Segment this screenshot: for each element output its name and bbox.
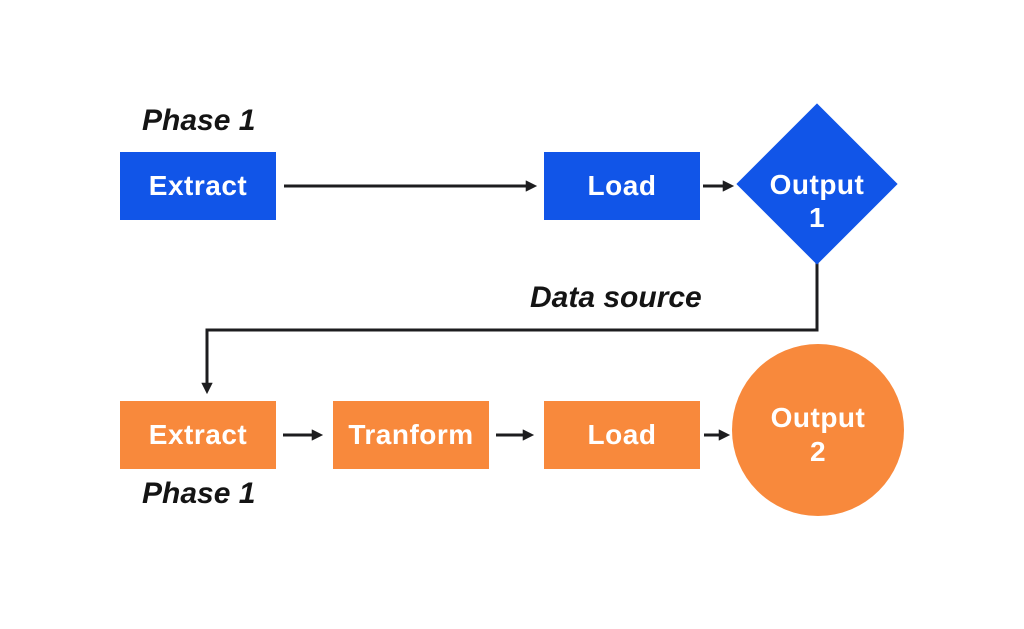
output2-label-line2: 2 (809, 436, 827, 467)
node-output1-label: Output 1 (737, 168, 897, 234)
node-output2-circle: Output 2 (732, 344, 904, 516)
phase-1-top-label: Phase 1 (142, 104, 256, 137)
arrow-output1-to-extract (201, 263, 819, 395)
phase-1-bottom-label: Phase 1 (142, 477, 256, 510)
node-extract-phase1: Extract (120, 152, 276, 220)
output2-label-line1: Output (770, 402, 866, 433)
node-extract-phase2: Extract (120, 401, 276, 469)
node-load-phase2-label: Load (587, 419, 657, 450)
node-extract-phase2-label: Extract (148, 419, 248, 450)
node-extract-phase1-label: Extract (148, 170, 248, 201)
data-source-label: Data source (530, 281, 702, 314)
node-tranform-label: Tranform (348, 419, 474, 450)
node-load-phase1-label: Load (587, 170, 657, 201)
node-tranform: Tranform (333, 401, 489, 469)
output1-label-line1: Output (769, 169, 865, 200)
node-load-phase1: Load (544, 152, 700, 220)
output1-label-line2: 1 (808, 202, 826, 233)
node-load-phase2: Load (544, 401, 700, 469)
